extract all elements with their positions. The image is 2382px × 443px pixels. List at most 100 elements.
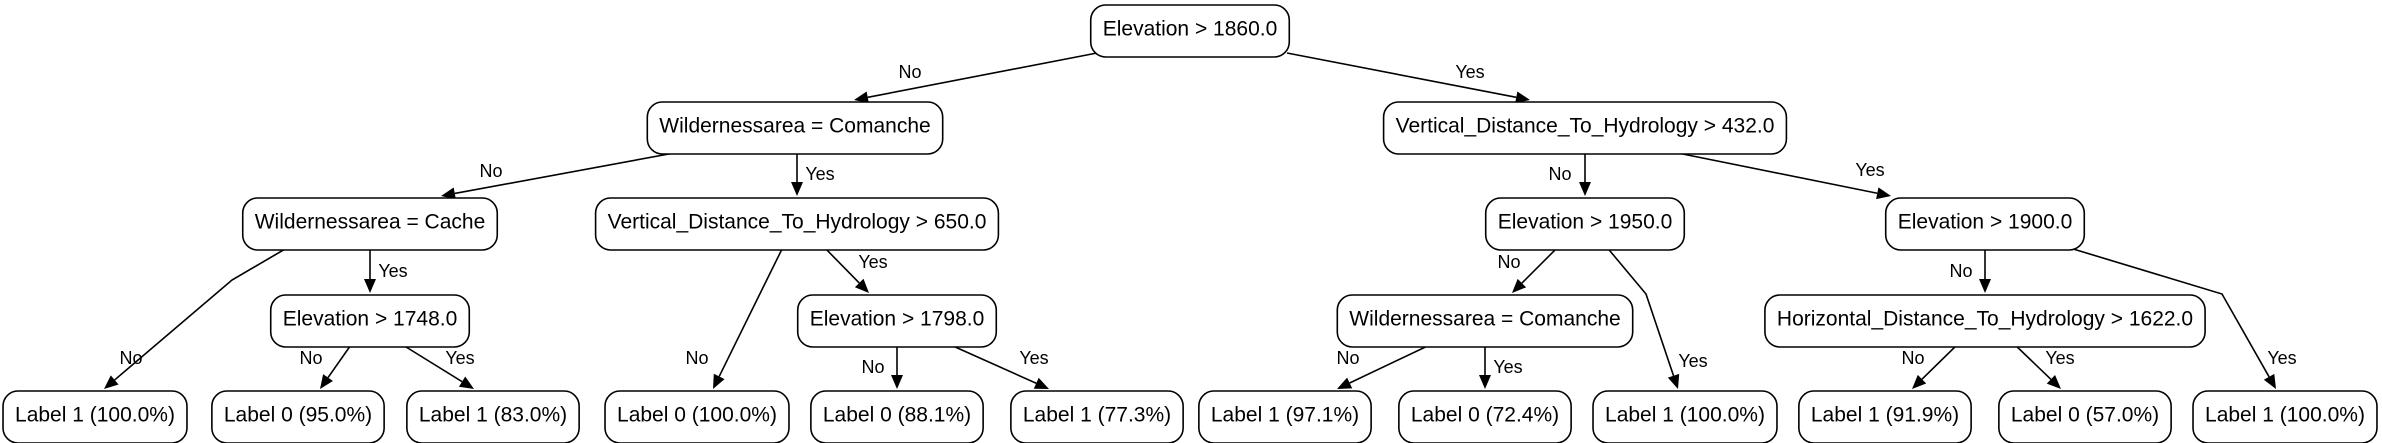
- decision-node: Elevation > 1798.0: [796, 294, 998, 348]
- leaf-node: Label 0 (57.0%): [1998, 390, 2172, 443]
- leaf-node: Label 1 (77.3%): [1010, 390, 1184, 443]
- arrowhead: [1515, 91, 1530, 104]
- node-label: Label 1 (91.9%): [1811, 404, 1959, 427]
- node-label: Label 0 (100.0%): [617, 404, 777, 427]
- arrowhead: [891, 375, 903, 389]
- arrowhead: [364, 279, 376, 293]
- edge: No: [685, 244, 785, 389]
- edge: Yes: [2011, 341, 2075, 389]
- edge-label: No: [861, 357, 884, 377]
- decision-node: Horizontal_Distance_To_Hydrology > 1622.…: [1764, 294, 2206, 348]
- edge: Yes: [943, 341, 1049, 389]
- node-box: [1398, 390, 1572, 443]
- edge-line: [867, 52, 1098, 99]
- edge-label: Yes: [1855, 160, 1884, 180]
- edge-label: No: [119, 348, 142, 368]
- arrowhead: [1912, 374, 1927, 389]
- edge-line: [718, 244, 785, 377]
- edge-label: Yes: [1455, 62, 1484, 82]
- arrowhead: [854, 278, 869, 293]
- arrowhead: [1337, 377, 1353, 389]
- node-box: [2, 390, 188, 443]
- node-box: [241, 197, 499, 251]
- arrowhead: [1876, 187, 1891, 200]
- node-box: [594, 197, 1000, 251]
- node-box: [604, 390, 790, 443]
- node-box: [810, 390, 984, 443]
- leaf-node: Label 1 (91.9%): [1798, 390, 1972, 443]
- edge-line: [454, 148, 697, 195]
- edge-line: [943, 341, 1037, 385]
- edge: Yes: [821, 244, 888, 293]
- edge-line: [1604, 244, 1675, 376]
- node-box: [211, 390, 385, 443]
- node-box: [1592, 390, 1778, 443]
- edge-line: [397, 341, 463, 383]
- node-label: Vertical_Distance_To_Hydrology > 432.0: [1396, 115, 1775, 138]
- edge-label: No: [1548, 164, 1571, 184]
- arrowhead: [1979, 279, 1991, 293]
- edge: No: [441, 148, 697, 200]
- edge-label: No: [299, 348, 322, 368]
- node-label: Label 0 (95.0%): [224, 404, 372, 427]
- node-label: Wildernessarea = Comanche: [1349, 308, 1620, 331]
- node-label: Vertical_Distance_To_Hydrology > 650.0: [608, 211, 987, 234]
- edge-label: Yes: [378, 261, 407, 281]
- edge-label: Yes: [445, 348, 474, 368]
- edge: Yes: [1479, 342, 1523, 389]
- node-label: Label 1 (100.0%): [2205, 404, 2365, 427]
- edge: No: [299, 341, 354, 389]
- edge: No: [104, 244, 293, 389]
- arrowhead: [2046, 374, 2061, 389]
- node-label: Elevation > 1950.0: [1498, 211, 1673, 234]
- arrowhead: [441, 187, 456, 200]
- decision-node: Elevation > 1900.0: [1884, 197, 2086, 251]
- node-label: Label 1 (83.0%): [419, 404, 567, 427]
- arrowhead: [1579, 182, 1591, 196]
- node-label: Label 1 (100.0%): [15, 404, 175, 427]
- node-label: Wildernessarea = Cache: [255, 211, 486, 234]
- node-box: [269, 294, 471, 348]
- node-label: Label 0 (88.1%): [823, 404, 971, 427]
- decision-node: Elevation > 1748.0: [269, 294, 471, 348]
- edge-line: [1657, 148, 1878, 195]
- edge-label: No: [1901, 348, 1924, 368]
- node-box: [1484, 197, 1686, 251]
- edge: Yes: [397, 341, 475, 389]
- decision-node: Elevation > 1860.0: [1089, 4, 1291, 58]
- arrowhead: [1667, 373, 1680, 389]
- edge: Yes: [791, 149, 835, 196]
- node-box: [1998, 390, 2172, 443]
- edge-line: [1286, 52, 1517, 99]
- node-label: Label 1 (97.1%): [1211, 404, 1359, 427]
- arrowhead: [2263, 373, 2276, 389]
- edge: No: [1497, 244, 1561, 293]
- edge-line: [327, 341, 354, 379]
- edge-label: Yes: [1019, 348, 1048, 368]
- edge: No: [1336, 341, 1437, 389]
- leaf-node: Label 0 (72.4%): [1398, 390, 1572, 443]
- edge-label: Yes: [1678, 351, 1707, 371]
- decision-node: Elevation > 1950.0: [1484, 197, 1686, 251]
- arrowhead: [320, 374, 333, 389]
- decision-node: Wildernessarea = Comanche: [646, 101, 944, 155]
- edge: Yes: [2059, 244, 2297, 389]
- leaf-node: Label 1 (100.0%): [2192, 390, 2378, 443]
- arrowhead: [791, 182, 803, 196]
- arrowhead: [713, 373, 725, 389]
- leaf-node: Label 0 (88.1%): [810, 390, 984, 443]
- edge-label: No: [685, 348, 708, 368]
- edge: Yes: [1286, 52, 1530, 104]
- node-box: [1010, 390, 1184, 443]
- edge-line: [114, 244, 293, 381]
- edge-line: [1921, 341, 1961, 380]
- node-label: Label 1 (100.0%): [1605, 404, 1765, 427]
- edge-line: [1349, 341, 1437, 384]
- arrowhead: [854, 91, 869, 104]
- leaf-node: Label 1 (100.0%): [2, 390, 188, 443]
- leaf-node: Label 1 (100.0%): [1592, 390, 1778, 443]
- node-label: Elevation > 1900.0: [1898, 211, 2073, 234]
- node-box: [406, 390, 580, 443]
